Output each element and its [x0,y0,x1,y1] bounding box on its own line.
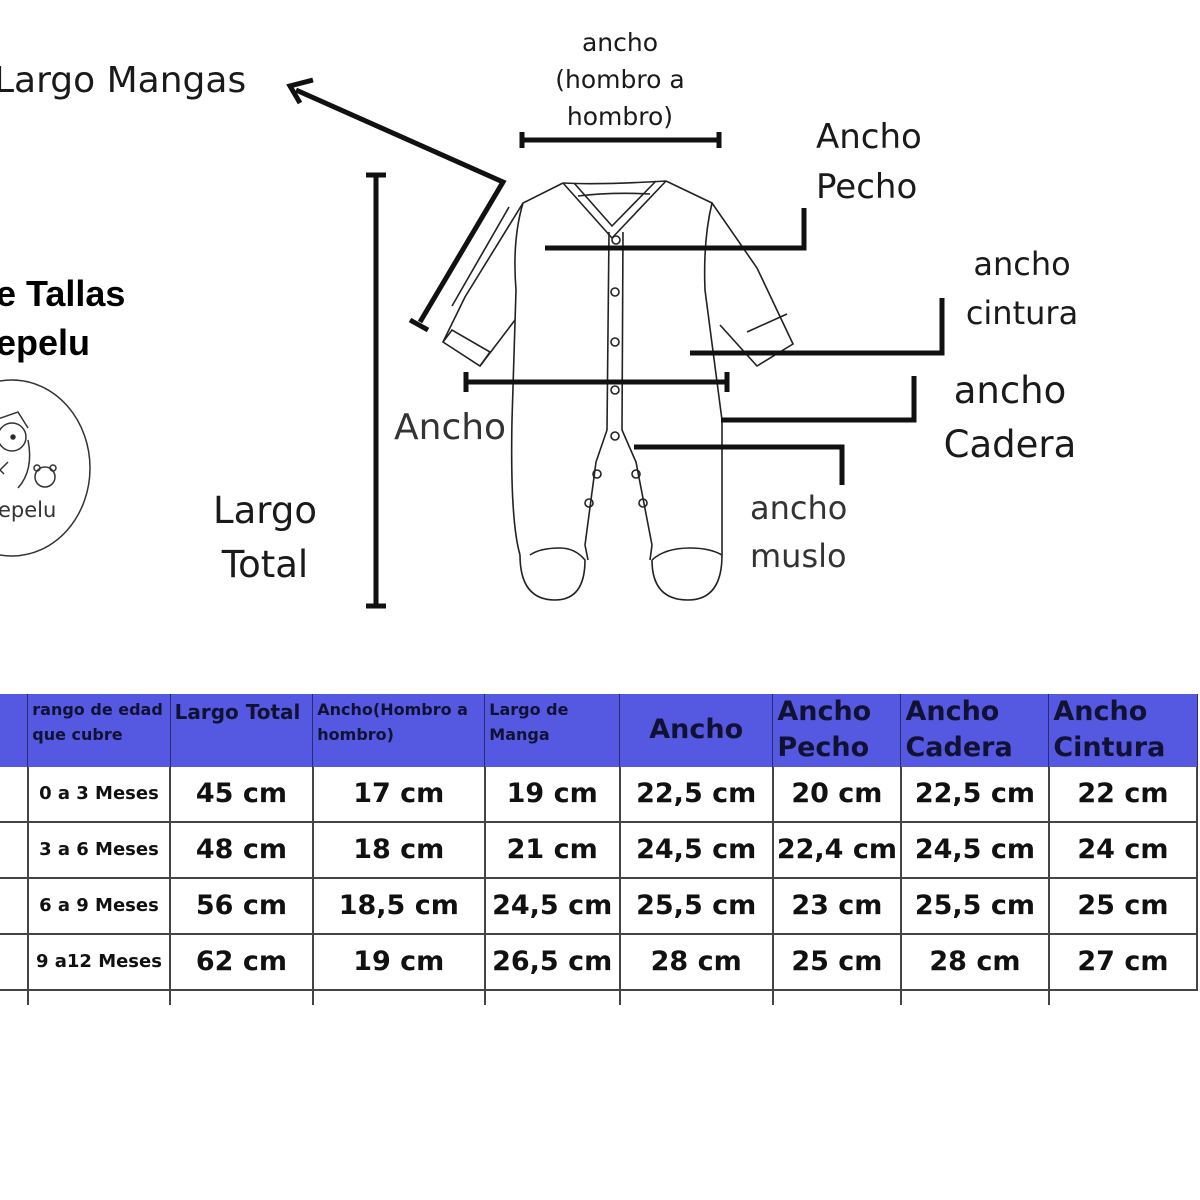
col-header-ancho-cintura: Ancho Cintura [1048,694,1198,767]
col-header-ancho-cadera: Ancho Cadera [900,694,1050,767]
cell-ancho: 28 cm [619,933,774,991]
cell-age: 9 a12 Meses [27,933,172,991]
label-ancho-pecho: Ancho Pecho [816,112,922,212]
col-header-ancho-pecho: Ancho Pecho [772,694,902,767]
cell-ancho-cadera: 28 cm [900,933,1050,991]
col-header-largo-manga: Largo de Manga [484,694,621,767]
cell-empty [619,989,774,1005]
cell-largo-manga: 24,5 cm [484,877,621,935]
label-ancho-cadera-line2: Cadera [943,423,1077,466]
cell-largo-total: 45 cm [170,766,314,823]
logo-badge [0,379,91,557]
col-header-ancho-hombro: Ancho(Hombro a hombro) [312,694,486,767]
label-ancho-hombro-line1: ancho [581,28,659,57]
label-largo-total-line2: Total [221,543,309,586]
cell-blank [0,821,29,879]
table-row-empty [0,989,1197,1005]
label-ancho-pecho-line1: Ancho [816,117,922,157]
label-ancho-cintura-line1: ancho [973,245,1071,283]
cell-age: 0 a 3 Meses [27,766,172,823]
label-ancho-hombro: ancho (hombro a hombro) [540,24,700,135]
table-row: 0 a 3 Meses 45 cm 17 cm 19 cm 22,5 cm 20… [0,766,1199,823]
cell-empty [170,989,314,1005]
table-header-row: rango de edad que cubre Largo Total Anch… [0,694,1198,767]
cell-empty [312,989,486,1005]
babygrow-diagram [0,77,945,609]
table-row: 6 a 9 Meses 56 cm 18,5 cm 24,5 cm 25,5 c… [0,877,1199,935]
cell-largo-total: 48 cm [170,821,314,879]
cell-empty [1048,989,1197,1005]
cell-ancho-cintura: 22 cm [1048,766,1199,823]
cell-ancho-cadera: 22,5 cm [900,766,1050,823]
cell-ancho-pecho: 23 cm [772,877,902,935]
cell-ancho-cintura: 25 cm [1048,877,1199,935]
page-title-line2: epelu [0,321,91,363]
cell-ancho-hombro: 17 cm [312,766,486,823]
cell-age: 6 a 9 Meses [27,877,172,935]
cell-ancho-pecho: 22,4 cm [772,821,902,879]
cell-empty [772,989,902,1005]
label-ancho-hombro-line3: hombro) [566,102,674,131]
cell-ancho-pecho: 20 cm [772,766,902,823]
cell-largo-manga: 26,5 cm [484,933,621,991]
cell-ancho-hombro: 19 cm [312,933,486,991]
label-ancho-pecho-line2: Pecho [816,167,918,207]
col-header-blank [0,694,29,767]
measurement-lines [286,77,945,609]
page-title: e Tallas epelu [0,270,125,367]
cell-ancho-cintura: 27 cm [1048,933,1199,991]
label-ancho: Ancho [394,407,507,448]
cell-largo-manga: 19 cm [484,766,621,823]
cell-blank [0,766,29,823]
label-ancho-muslo-line2: muslo [750,537,847,575]
cell-ancho-cadera: 25,5 cm [900,877,1050,935]
label-ancho-hombro-line2: (hombro a [555,65,685,94]
cell-ancho: 22,5 cm [619,766,774,823]
cell-ancho-cintura: 24 cm [1048,821,1199,879]
table-row: 9 a12 Meses 62 cm 19 cm 26,5 cm 28 cm 25… [0,933,1199,991]
cell-age: 3 a 6 Meses [27,821,172,879]
size-chart-table: rango de edad que cubre Largo Total Anch… [0,694,1199,1005]
col-header-age: rango de edad que cubre [27,694,171,767]
label-ancho-cadera: ancho Cadera [940,364,1080,472]
logo-text: epelu [0,498,57,522]
cell-empty [0,989,29,1005]
label-ancho-cadera-line1: ancho [953,369,1067,412]
col-header-ancho: Ancho [619,694,774,767]
cell-ancho: 25,5 cm [619,877,774,935]
cell-ancho-cadera: 24,5 cm [900,821,1050,879]
cell-ancho-hombro: 18 cm [312,821,486,879]
cell-empty [484,989,621,1005]
page-title-line1: e Tallas [0,273,126,314]
label-largo-mangas: Largo Mangas [0,60,247,101]
table-row: 3 a 6 Meses 48 cm 18 cm 21 cm 24,5 cm 22… [0,821,1199,879]
cell-empty [900,989,1050,1005]
cell-largo-total: 62 cm [170,933,314,991]
cell-blank [0,933,29,991]
label-largo-total: Largo Total [205,484,325,592]
label-ancho-muslo-line1: ancho [750,489,848,527]
cell-largo-total: 56 cm [170,877,314,935]
cell-ancho-pecho: 25 cm [772,933,902,991]
cell-largo-manga: 21 cm [484,821,621,879]
cell-blank [0,877,29,935]
cell-ancho: 24,5 cm [619,821,774,879]
label-ancho-muslo: ancho muslo [750,484,847,580]
label-ancho-cintura-line2: cintura [965,294,1079,332]
cell-empty [27,989,172,1005]
label-ancho-cintura: ancho cintura [962,240,1082,338]
cell-ancho-hombro: 18,5 cm [312,877,486,935]
onesie-illustration [441,180,795,601]
col-header-largo-total: Largo Total [170,694,314,767]
label-largo-total-line1: Largo [213,489,317,532]
